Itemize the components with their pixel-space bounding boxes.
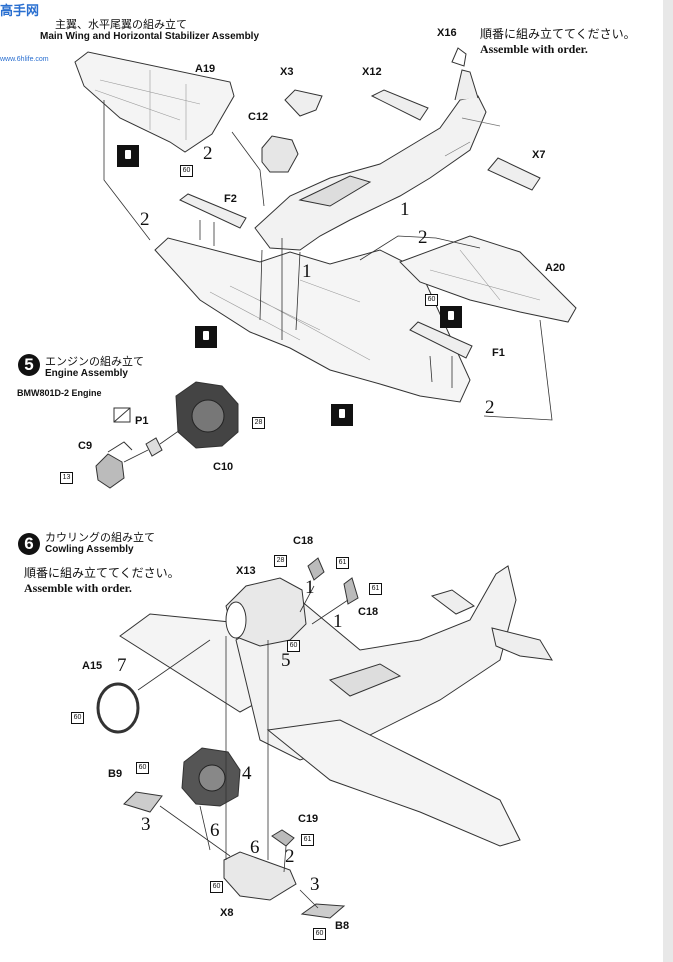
- step6-order-jp: 順番に組み立ててください。: [24, 566, 180, 580]
- step5-subtitle: BMW801D-2 Engine: [17, 388, 102, 398]
- part-b8-shape: [300, 903, 346, 919]
- fuselage: [254, 95, 487, 251]
- label-x7: X7: [532, 149, 546, 161]
- label-c19: C19: [298, 813, 319, 825]
- lower-wing: [154, 237, 471, 403]
- paint-code: 28: [252, 417, 265, 429]
- seq-s4-1b: 1: [302, 261, 312, 282]
- label-c12: C12: [248, 111, 269, 123]
- part-x7-shape: [487, 157, 541, 191]
- part-x16-shape: [451, 47, 467, 67]
- step4-order-en: Assemble with order.: [480, 42, 588, 56]
- paint-code: 61: [369, 583, 382, 595]
- seq-s4-2b: 2: [140, 209, 150, 230]
- part-c12-shape: [261, 135, 299, 173]
- label-x12: X12: [362, 66, 382, 78]
- seq-s4-2d: 2: [485, 397, 495, 418]
- paint-code: 60: [71, 712, 84, 724]
- page-edge-strip: [663, 0, 673, 962]
- step6-order-en: Assemble with order.: [24, 581, 132, 595]
- label-b9: B9: [108, 768, 123, 780]
- part-a15-shape: [96, 682, 140, 734]
- label-c10: C10: [213, 461, 234, 473]
- part-c18-a-shape: [307, 557, 325, 581]
- label-f1: F1: [492, 347, 505, 359]
- seq-s4-2c: 2: [418, 227, 428, 248]
- right-wing-upper-a20: [399, 235, 577, 323]
- part-x12-shape: [370, 89, 429, 121]
- seq-s6-4: 4: [242, 763, 252, 784]
- seq-s6-6b: 6: [250, 837, 260, 858]
- label-c18-a: C18: [293, 535, 314, 547]
- step6-title-en: Cowling Assembly: [45, 544, 134, 555]
- part-c19-shape: [271, 829, 295, 847]
- part-f2-shape: [179, 193, 247, 229]
- label-b8: B8: [335, 920, 350, 932]
- step6-number-badge: 6: [18, 533, 40, 555]
- watermark-logo: 高手网: [0, 4, 40, 19]
- paint-code: 61: [301, 834, 314, 846]
- paint-code: 60: [210, 881, 223, 893]
- seq-s6-1b: 1: [333, 611, 343, 632]
- seq-s6-3a: 3: [141, 814, 151, 835]
- seq-s6-6a: 6: [210, 820, 220, 841]
- label-a20: A20: [545, 262, 566, 274]
- part-x3-shape: [284, 89, 323, 117]
- paint-code: 28: [274, 555, 287, 567]
- seq-s6-7: 7: [117, 655, 127, 676]
- left-wing-upper-a19: [74, 51, 235, 153]
- glue-icon: [331, 404, 353, 426]
- label-c9: C9: [78, 440, 93, 452]
- label-x13: X13: [236, 565, 256, 577]
- seq-s6-2: 2: [285, 846, 295, 867]
- part-c9-shape: [95, 453, 125, 489]
- aircraft-right-wing: [266, 719, 521, 847]
- seq-s6-3b: 3: [310, 874, 320, 895]
- part-x8-shape: [223, 851, 297, 901]
- glue-icon: [117, 145, 139, 167]
- seq-s6-5: 5: [281, 650, 291, 671]
- label-x16: X16: [437, 27, 457, 39]
- label-x3: X3: [280, 66, 294, 78]
- step5-number-badge: 5: [18, 354, 40, 376]
- paint-code: 60: [180, 165, 193, 177]
- paint-code: 61: [336, 557, 349, 569]
- label-a15: A15: [82, 660, 103, 672]
- part-p1-shape: [145, 437, 163, 457]
- paint-code: 60: [313, 928, 326, 940]
- part-c18-b-shape: [343, 577, 359, 605]
- label-c18-b: C18: [358, 606, 379, 618]
- step4-title-jp: 主翼、水平尾翼の組み立て: [55, 18, 187, 31]
- paint-code: 60: [425, 294, 438, 306]
- seq-s6-1a: 1: [305, 577, 315, 598]
- step4-order-jp: 順番に組み立ててください。: [480, 27, 636, 41]
- label-x8: X8: [220, 907, 234, 919]
- tail-fin: [454, 69, 479, 101]
- label-a19: A19: [195, 63, 216, 75]
- watermark-url: www.6hlife.com: [0, 56, 49, 63]
- step4-title-en: Main Wing and Horizontal Stabilizer Asse…: [40, 31, 260, 42]
- step6-title-jp: カウリングの組み立て: [45, 531, 155, 544]
- part-b9-shape: [123, 791, 163, 813]
- aircraft-stabilizer-right: [491, 627, 553, 661]
- paint-code: 60: [287, 640, 300, 652]
- paint-code: 60: [136, 762, 149, 774]
- part-x13-shape: [225, 577, 307, 647]
- step5-title-jp: エンジンの組み立て: [45, 355, 144, 368]
- glue-icon: [440, 306, 462, 328]
- seq-s4-1a: 1: [400, 199, 410, 220]
- label-p1: P1: [135, 415, 149, 427]
- aircraft-stabilizer: [430, 589, 475, 615]
- seq-s4-2a: 2: [203, 143, 213, 164]
- glue-icon: [195, 326, 217, 348]
- paint-code: 13: [60, 472, 73, 484]
- part-f1-shape: [409, 321, 473, 359]
- label-f2: F2: [224, 193, 237, 205]
- step5-title-en: Engine Assembly: [45, 368, 128, 379]
